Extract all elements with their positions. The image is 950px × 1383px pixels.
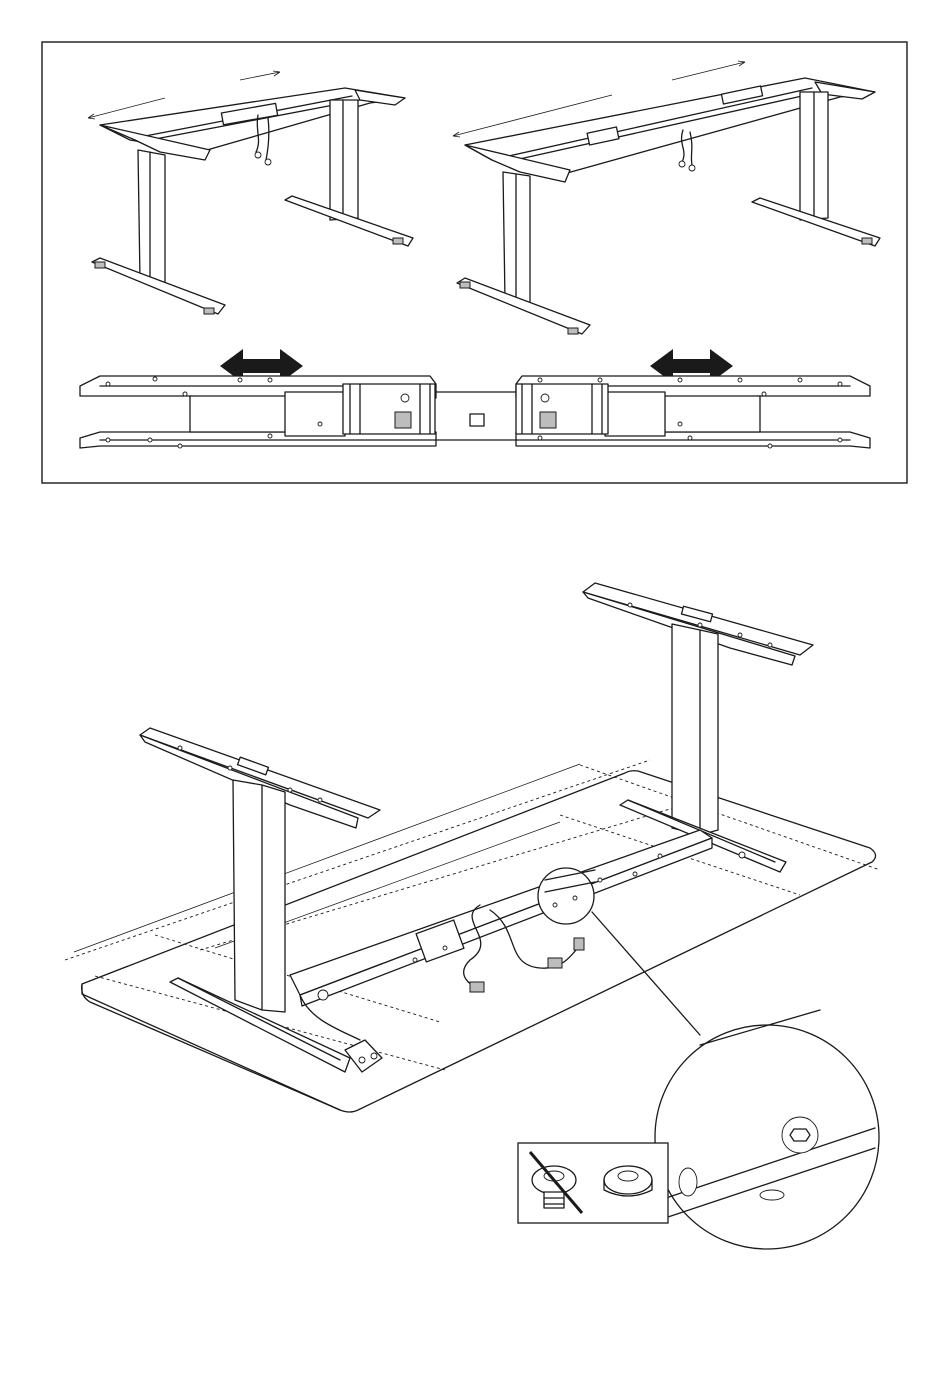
top-panel [42, 42, 907, 483]
frame-retracted-icon [88, 71, 413, 314]
detail-magnifier-icon [655, 1010, 879, 1249]
frame-extended-icon [453, 61, 880, 334]
crossbar-top-view-icon [80, 376, 870, 448]
screw-comparison-icon [518, 1143, 668, 1223]
bottom-panel [65, 583, 880, 1249]
